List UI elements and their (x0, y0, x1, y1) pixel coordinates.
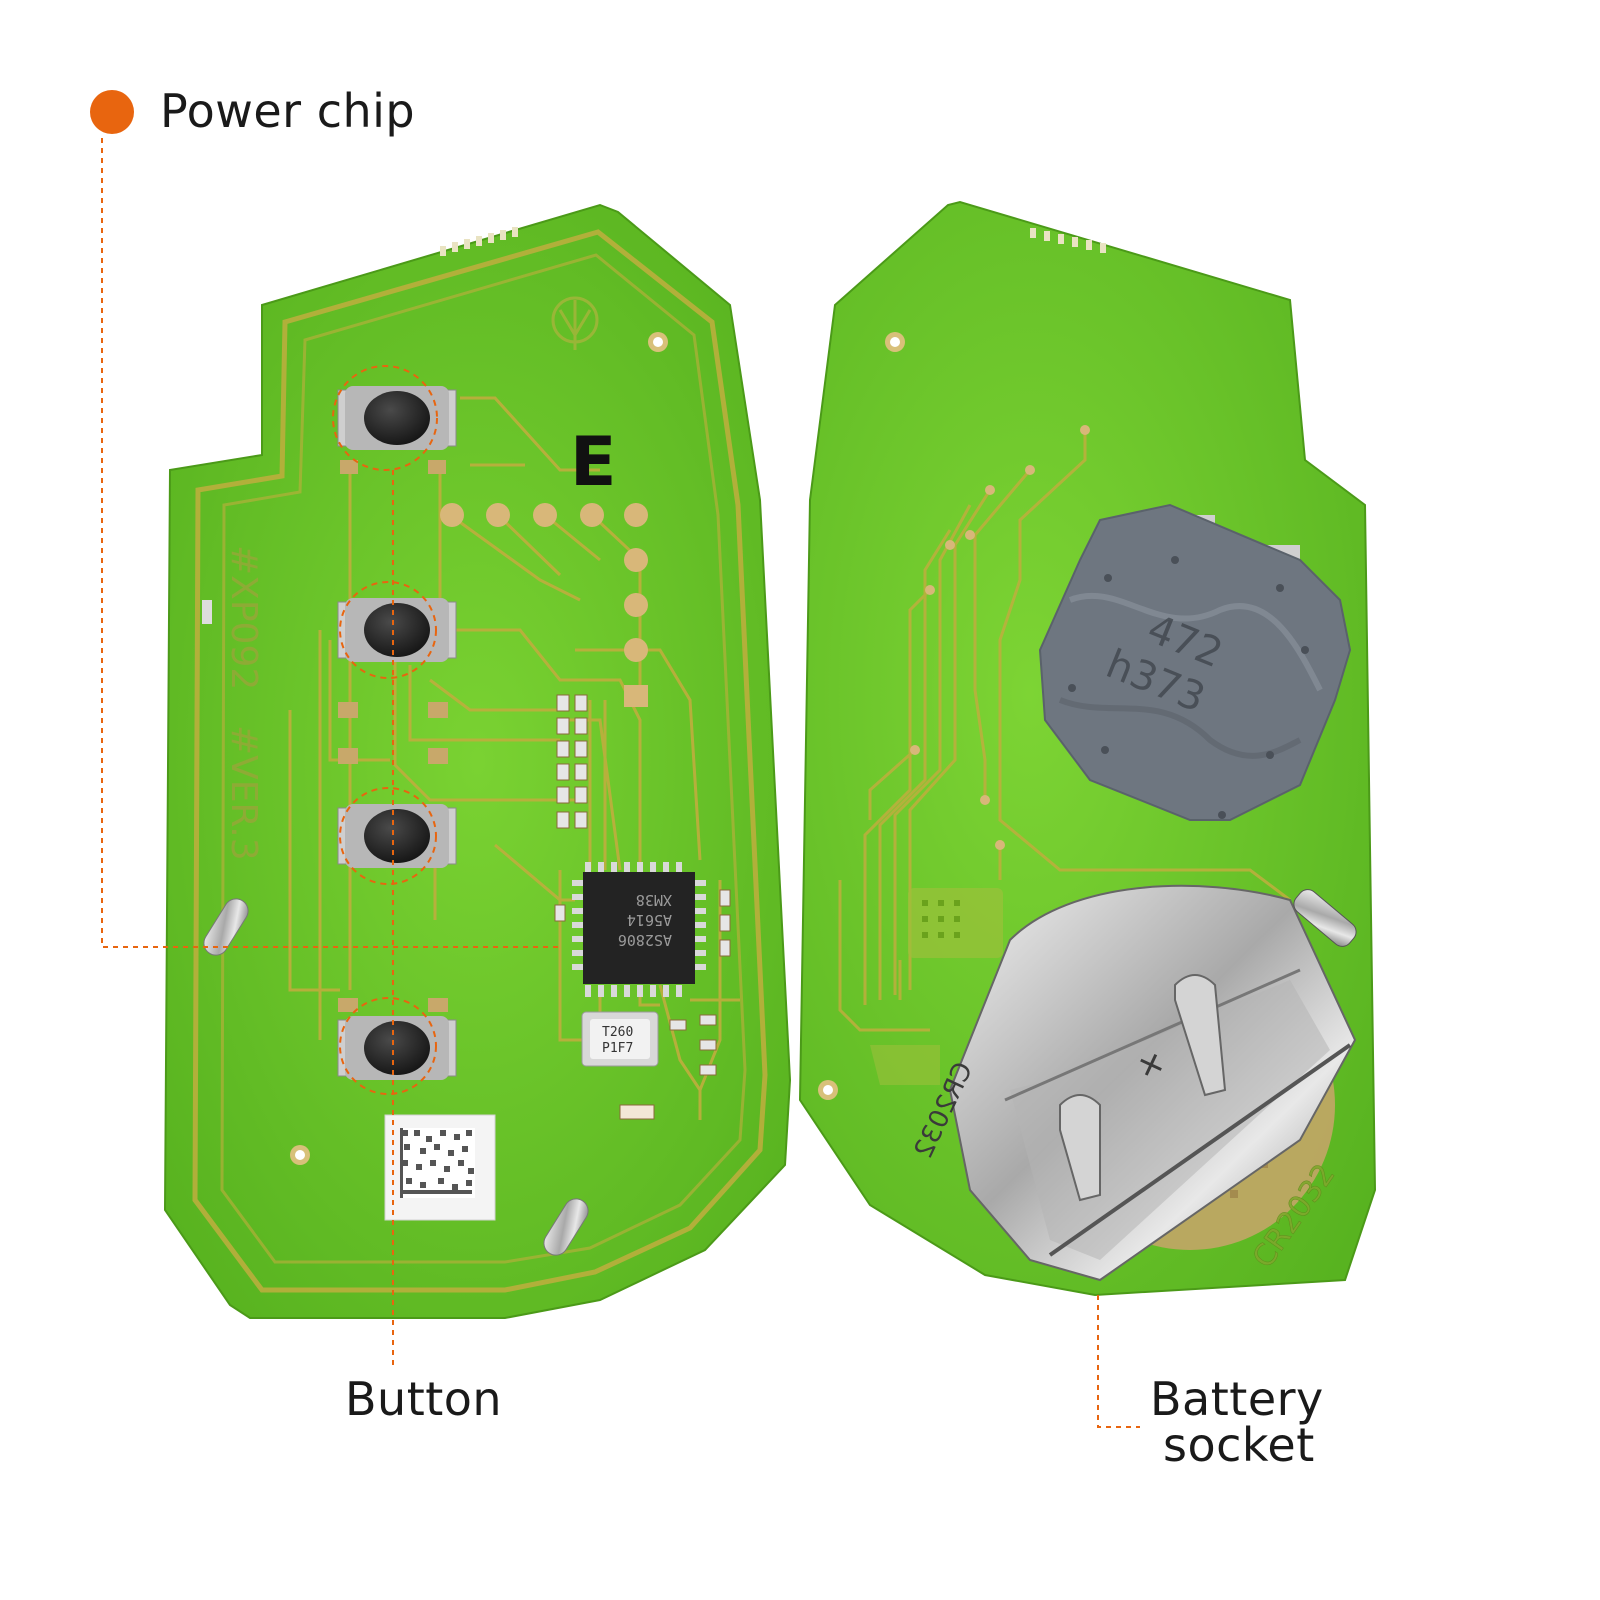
button-label: Button (345, 1372, 503, 1426)
battery-socket: CR2032 + (909, 884, 1357, 1282)
tactile-button-2 (337, 598, 457, 662)
tactile-button-1 (337, 386, 457, 450)
letter-e-marking: E (570, 423, 616, 502)
crystal-oscillator: T260 P1F7 (581, 1011, 659, 1067)
power-chip: XM38 A5614 AS2806 (572, 862, 706, 997)
tactile-button-4 (337, 1016, 457, 1080)
version-label: #VER.3 (223, 725, 264, 861)
board-model-text: #XP092 #VER.3 (223, 545, 264, 861)
model-label: #XP092 (223, 545, 264, 690)
sensor-module: 472 h373 (1038, 503, 1352, 821)
left-pcb-board: #XP092 #VER.3 E (163, 203, 792, 1319)
battery-socket-label-line-1: Battery (1150, 1372, 1324, 1426)
power-chip-label: Power chip (160, 84, 416, 138)
chip-text-line-2: A5614 (627, 911, 672, 929)
right-pcb-board: 472 h373 CR203 (798, 200, 1377, 1297)
board-logo-icon (551, 296, 599, 350)
qr-code-label (384, 1114, 496, 1221)
metal-clip-1 (203, 898, 249, 956)
metal-clip-2 (543, 1198, 589, 1256)
crystal-text-line-2: P1F7 (602, 1041, 633, 1056)
chip-text-line-3: AS2806 (618, 931, 672, 949)
tactile-button-3 (337, 804, 457, 868)
callout-lines (101, 138, 1140, 1428)
chip-text-line-1: XM38 (636, 891, 672, 909)
crystal-text-line-1: T260 (602, 1025, 633, 1040)
button-callout-circles (332, 365, 438, 1095)
power-chip-marker-dot (90, 90, 134, 134)
battery-socket-label-line-2: socket (1163, 1418, 1315, 1472)
